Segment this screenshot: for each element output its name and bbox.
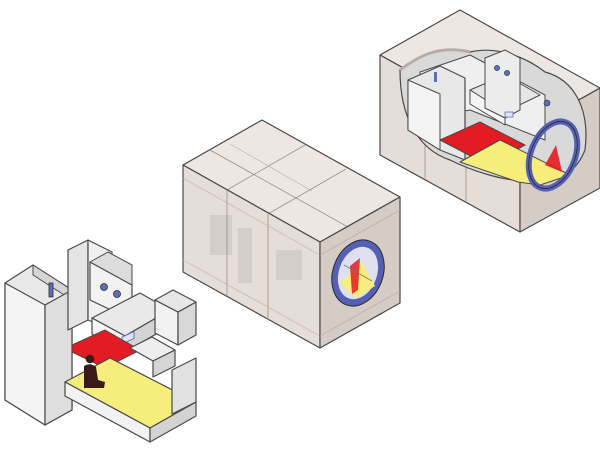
cutaway-module-view (379, 9, 600, 233)
back-panel-1 (67, 239, 89, 331)
left-partition-front (4, 282, 46, 426)
person-silhouette-icon (84, 354, 105, 388)
cut-wall-fixture (434, 72, 437, 82)
interior-ghost (210, 215, 302, 283)
closed-module-view (182, 119, 401, 349)
interior-layout-view (4, 239, 197, 443)
back-panel-3-top (89, 251, 133, 286)
porthole-window-icon (331, 239, 385, 307)
cut-tall-cabinet (484, 49, 521, 119)
bed-platform-side (149, 401, 197, 443)
cut-porthole-window-icon (525, 118, 581, 192)
wall-light-1 (100, 283, 108, 291)
bed-end-wall (171, 357, 197, 415)
wall-light-2 (113, 290, 121, 298)
right-cabinet-top (154, 289, 197, 313)
step-block-front (152, 349, 176, 378)
cut-partition-left-face (407, 79, 441, 151)
wall-fixture-small (48, 282, 54, 298)
cut-bed-yellow (459, 139, 571, 186)
